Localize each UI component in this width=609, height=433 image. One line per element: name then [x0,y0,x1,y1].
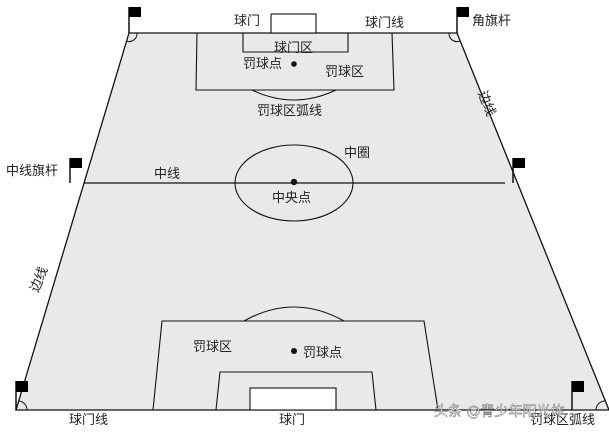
corner-flag-bottom-right [571,381,584,410]
corner-arc-top-left [125,32,138,43]
label-goal-bottom: 球门 [279,413,305,428]
center-circle [234,144,354,222]
watermark: 头条 @青少年阳光体 [434,403,564,420]
corner-flag-top-left [128,7,141,33]
label-center-circle: 中圈 [344,146,370,161]
corner-arc-top-right [448,32,461,43]
label-center-spot: 中央点 [272,191,311,206]
corner-flag-bottom-left [15,381,28,410]
bottom-penalty-arc [243,306,345,322]
corner-arc-bottom-right [595,400,606,411]
corner-flag-top-right [456,7,469,33]
label-penalty-arc-bottom: 罚球区弧线 [530,413,595,428]
label-halfway-line: 中线 [154,167,180,182]
label-touchline-left: 边线 [28,265,52,295]
label-halfway-flag: 中线旗杆 [6,163,58,179]
label-goal-top: 球门 [234,14,260,29]
label-goal-area-top: 球门区 [274,41,313,56]
label-goal-line-bottom: 球门线 [69,413,108,428]
label-penalty-spot-top: 罚球点 [243,57,282,72]
halfway-flag-right [512,158,525,183]
bottom-goal [249,387,337,411]
label-corner-flag: 角旗杆 [472,13,511,29]
top-penalty-spot [291,61,297,67]
label-penalty-spot-bottom: 罚球点 [303,346,342,361]
label-penalty-arc-top: 罚球区弧线 [257,104,322,119]
top-penalty-arc [251,89,337,101]
label-goal-line-top: 球门线 [365,16,404,31]
bottom-penalty-area [152,320,439,411]
top-goal [270,13,317,34]
bottom-penalty-spot [291,348,297,354]
corner-arc-bottom-left [18,400,28,411]
label-penalty-area-bottom: 罚球区 [193,340,232,355]
label-penalty-area-top: 罚球区 [325,65,364,80]
halfway-flag-left [69,158,82,183]
bottom-goal-area [215,371,377,411]
center-spot [290,178,298,186]
